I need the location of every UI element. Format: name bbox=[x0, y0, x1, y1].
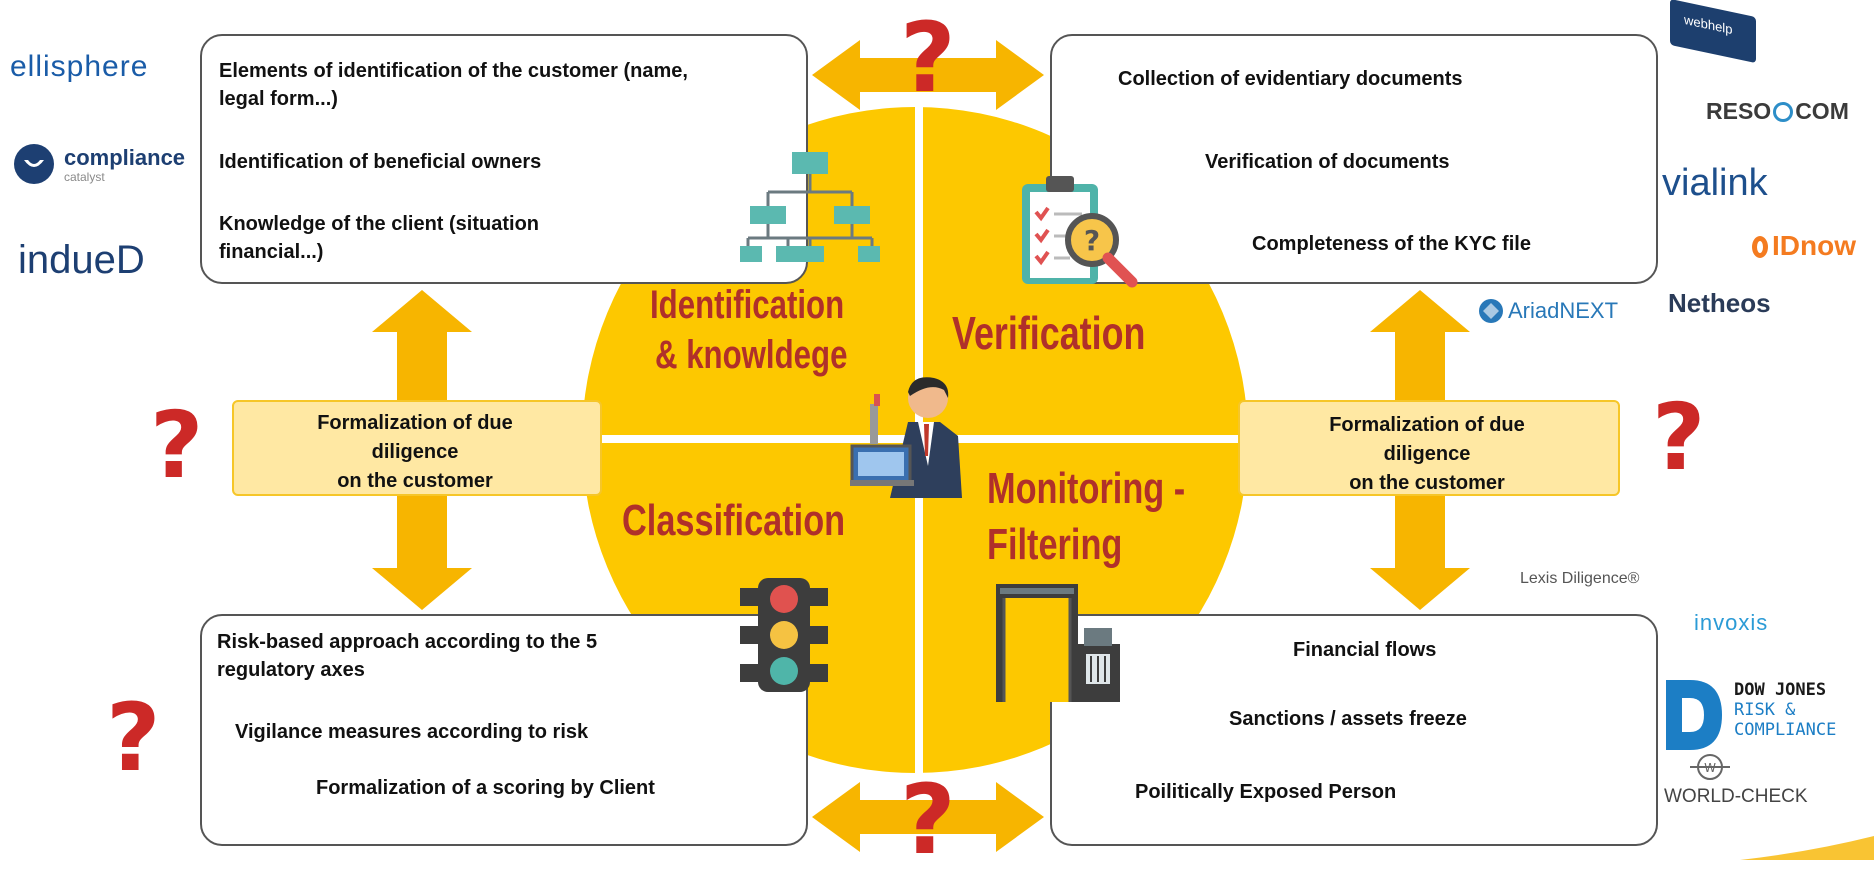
monitoring-label: Monitoring - bbox=[987, 464, 1186, 513]
filtering-label: Filtering bbox=[987, 520, 1123, 569]
bottom-right-box bbox=[1050, 614, 1658, 846]
compliance-catalyst-sub: catalyst bbox=[64, 170, 105, 184]
tr-item-2: Verification of documents bbox=[1205, 151, 1450, 173]
netheos-logo: Netheos bbox=[1668, 288, 1771, 318]
tr-item-3: Completeness of the KYC file bbox=[1252, 233, 1531, 255]
identification-label-2: & knowldege bbox=[655, 333, 848, 377]
left-band-line-3: on the customer bbox=[337, 470, 493, 492]
top-right-box bbox=[1050, 34, 1658, 284]
tl-item-3b: financial...) bbox=[219, 241, 324, 263]
resocom-logo: RESO COM bbox=[1706, 98, 1849, 125]
corner-swoosh bbox=[1740, 836, 1874, 860]
question-mark-bottom-left: ? bbox=[106, 684, 161, 793]
tr-item-1: Collection of evidentiary documents bbox=[1118, 68, 1463, 90]
right-diligence-band bbox=[1238, 400, 1620, 496]
webhelp-text: webhelp bbox=[1684, 11, 1733, 38]
right-band-line-2: diligence bbox=[1383, 443, 1471, 465]
vialink-logo: vialink bbox=[1662, 162, 1768, 204]
indued-logo: indueD bbox=[18, 238, 145, 282]
br-item-1: Financial flows bbox=[1293, 639, 1437, 661]
clipboard-magnifier-icon: ? bbox=[1022, 176, 1138, 288]
dow-jones-line-1: DOW JONES bbox=[1734, 680, 1827, 700]
left-diligence-band bbox=[232, 400, 602, 496]
question-mark-right: ? bbox=[1652, 384, 1706, 491]
idnow-text: IDnow bbox=[1772, 230, 1856, 261]
svg-text:?: ? bbox=[1084, 224, 1100, 257]
traffic-light-icon bbox=[740, 578, 828, 692]
bl-item-3: Formalization of a scoring by Client bbox=[316, 777, 655, 799]
question-mark-top: ? bbox=[900, 2, 956, 114]
tl-item-3a: Knowledge of the client (situation bbox=[219, 213, 539, 235]
bl-item-1a: Risk-based approach according to the 5 bbox=[217, 631, 598, 653]
right-band-line-1: Formalization of due bbox=[1329, 414, 1525, 436]
br-item-2: Sanctions / assets freeze bbox=[1229, 708, 1467, 730]
invoxis-logo: invoxis bbox=[1694, 610, 1769, 635]
compliance-catalyst-logo: compliance bbox=[64, 145, 186, 170]
svg-text:W: W bbox=[1704, 761, 1716, 775]
dow-jones-line-3: COMPLIANCE bbox=[1734, 720, 1837, 740]
left-band-line-2: diligence bbox=[371, 441, 459, 463]
top-horizontal-arrow bbox=[812, 40, 1044, 110]
verification-label: Verification bbox=[952, 307, 1146, 359]
security-scanner-icon bbox=[996, 584, 1120, 702]
left-band-line-1: Formalization of due bbox=[317, 412, 513, 434]
question-mark-left: ? bbox=[150, 392, 204, 499]
bottom-left-box bbox=[200, 614, 808, 846]
br-item-3: Poilitically Exposed Person bbox=[1135, 781, 1397, 803]
right-band-line-3: on the customer bbox=[1349, 472, 1505, 494]
world-check-logo: WORLD-CHECK bbox=[1664, 786, 1808, 807]
dow-jones-line-2: RISK & bbox=[1734, 700, 1796, 720]
bl-item-2: Vigilance measures according to risk bbox=[235, 721, 589, 743]
tl-item-1a: Elements of identification of the custom… bbox=[219, 60, 688, 82]
world-check-emblem: W bbox=[1690, 754, 1730, 780]
businessman-icon bbox=[850, 377, 962, 498]
ariadnext-logo: AriadNEXT bbox=[1508, 298, 1619, 323]
dow-jones-d-icon bbox=[1666, 680, 1722, 750]
ariadnext-icon bbox=[1479, 299, 1503, 323]
idnow-logo: IDnow bbox=[1752, 230, 1856, 262]
top-left-box bbox=[200, 34, 808, 284]
identification-label: Identification bbox=[650, 283, 845, 327]
ellisphere-logo: ellisphere bbox=[10, 50, 149, 83]
org-chart-icon bbox=[740, 152, 880, 262]
bl-item-1b: regulatory axes bbox=[217, 659, 365, 681]
lexis-diligence-logo: Lexis Diligence® bbox=[1520, 570, 1640, 587]
compliance-catalyst-icon bbox=[14, 144, 54, 184]
bottom-horizontal-arrow bbox=[812, 782, 1044, 852]
resocom-right: COM bbox=[1795, 98, 1849, 124]
classification-label: Classification bbox=[622, 496, 846, 545]
resocom-left: RESO bbox=[1706, 98, 1772, 124]
tl-item-2: Identification of beneficial owners bbox=[219, 151, 542, 173]
tl-item-1b: legal form...) bbox=[219, 88, 338, 110]
question-mark-bottom: ? bbox=[900, 764, 956, 876]
